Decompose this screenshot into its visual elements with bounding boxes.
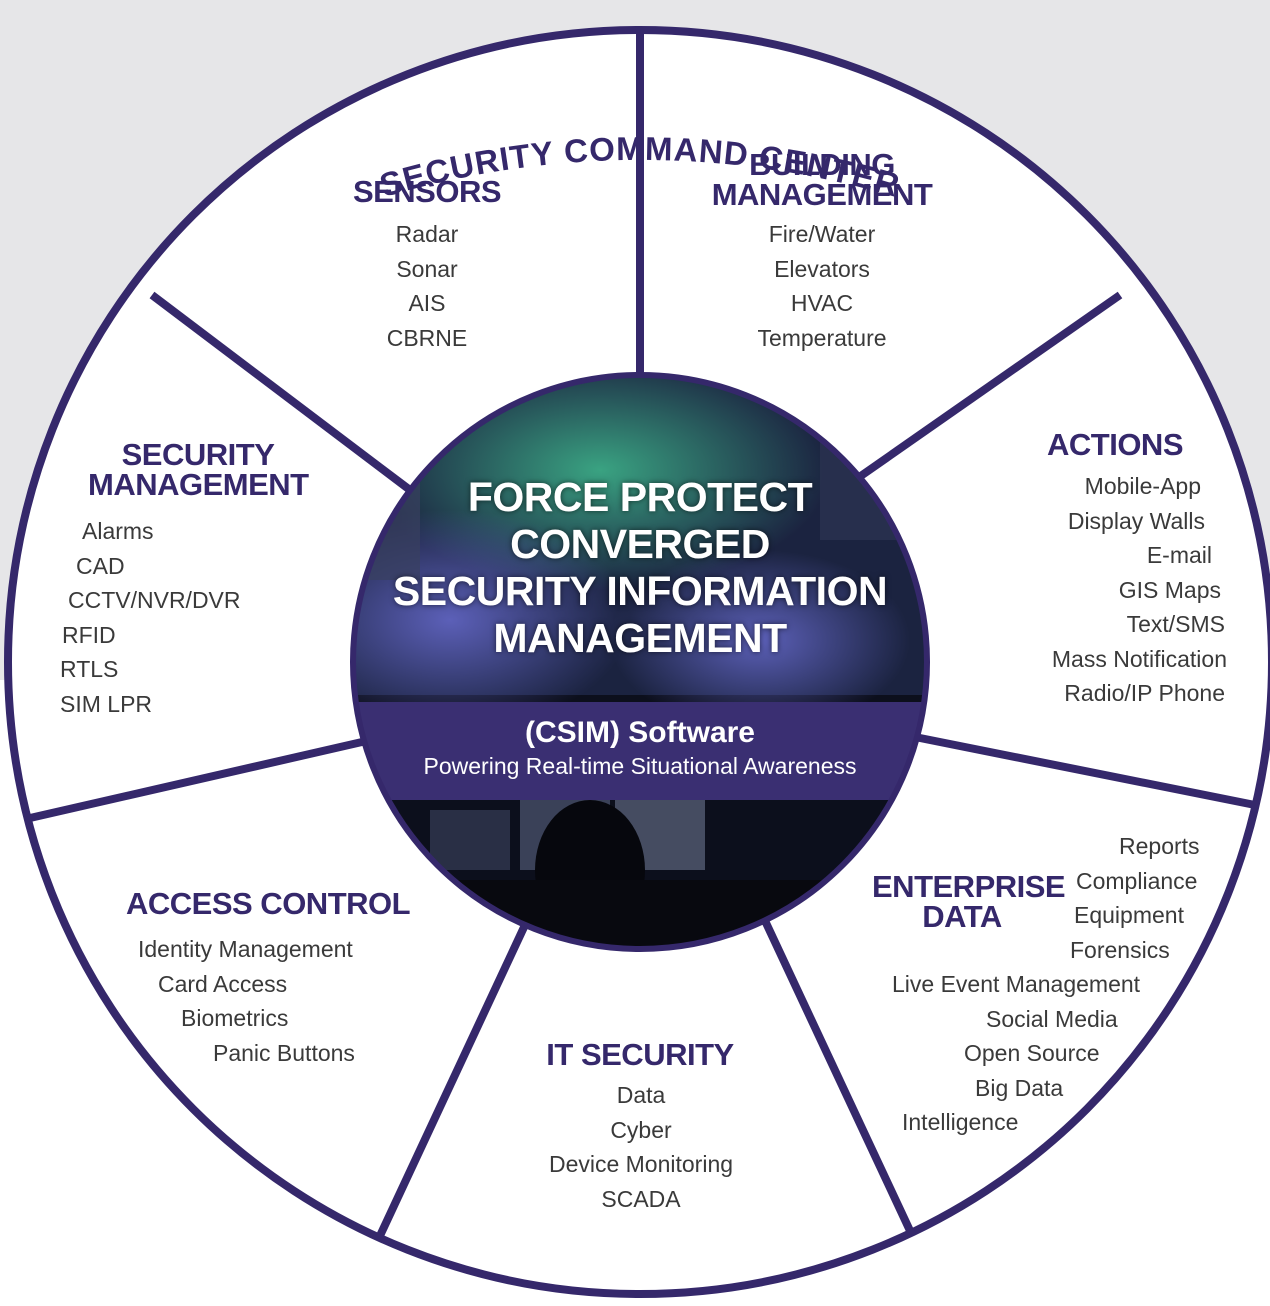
list-item: Radio/IP Phone [1064, 680, 1225, 706]
divider-bottom-right [756, 908, 916, 1237]
list-item: Fire/Water [768, 221, 876, 247]
list-item: SCADA [601, 1185, 681, 1212]
list-item: SIM LPR [60, 690, 153, 717]
divider-upper-right [852, 291, 1123, 484]
list-item: HVAC [790, 290, 854, 316]
list-item: Forensics [1070, 936, 1170, 963]
list-item: Social Media [986, 1005, 1118, 1032]
enterprise-data-list: Reports Compliance Equipment Forensics L… [880, 829, 1210, 1140]
list-item: Device Monitoring [548, 1151, 734, 1177]
list-item: AIS [408, 290, 446, 316]
center-ring [350, 372, 930, 952]
list-item: Temperature [757, 324, 887, 351]
list-item: Intelligence [902, 1109, 1019, 1135]
actions-title: ACTIONS [1047, 427, 1184, 462]
list-item: Text/SMS [1126, 611, 1225, 637]
list-item: Mobile-App [1084, 473, 1201, 499]
building-management-title: BUILDING MANAGEMENT [700, 147, 944, 212]
title-line: BUILDING [749, 147, 895, 182]
it-security-title: IT SECURITY [546, 1037, 734, 1072]
band-subtitle: Powering Real-time Situational Awareness [423, 753, 857, 779]
center-title-line: CONVERGED [510, 521, 770, 567]
list-item: Open Source [964, 1040, 1100, 1066]
center-image [353, 375, 927, 949]
title-line: DATA [922, 899, 1002, 934]
divider-upper-left [149, 291, 413, 494]
list-item: Live Event Management [892, 971, 1141, 997]
list-item: CAD [76, 552, 125, 579]
access-control-title: ACCESS CONTROL [126, 886, 411, 921]
sensors-list: Radar Sonar AIS CBRNE [300, 217, 554, 355]
list-item: Card Access [158, 970, 288, 997]
list-item: Cyber [610, 1116, 672, 1143]
security-management-title: SECURITY MANAGEMENT [88, 437, 309, 502]
list-item: RFID [62, 621, 116, 648]
title-line: MANAGEMENT [88, 467, 309, 502]
list-item: Alarms [82, 518, 154, 544]
list-item: Display Walls [1067, 507, 1205, 534]
center-band-text: (CSIM) Software Powering Real-time Situa… [355, 715, 925, 781]
actions-list: Mobile-App Display Walls E-mail GIS Maps… [1000, 469, 1227, 711]
list-item: Elevators [774, 255, 870, 282]
list-item: Panic Buttons [213, 1039, 355, 1066]
security-management-list: Alarms CAD CCTV/NVR/DVR RFID RTLS SIM LP… [60, 514, 241, 721]
center-title-line: SECURITY INFORMATION [392, 568, 888, 614]
list-item: Equipment [1074, 902, 1184, 928]
center-band [353, 702, 927, 800]
divider-lower-right [914, 733, 1256, 809]
list-item: RTLS [60, 656, 119, 682]
list-item: E-mail [1146, 542, 1212, 568]
center-title: FORCE PROTECT CONVERGED SECURITY INFORMA… [380, 474, 900, 662]
access-control-list: Identity Management Card Access Biometri… [138, 932, 355, 1070]
list-item: Biometrics [181, 1005, 289, 1031]
list-item: Data [616, 1082, 666, 1108]
center-title-line: MANAGEMENT [493, 615, 787, 661]
list-item: GIS Maps [1118, 576, 1221, 603]
list-item: CBRNE [386, 324, 468, 351]
divider-lower-left [29, 738, 363, 822]
list-item: Sonar [396, 255, 458, 282]
list-item: Compliance [1076, 867, 1198, 894]
segment-dividers [29, 30, 1256, 1242]
list-item: Mass Notification [1051, 645, 1227, 672]
list-item: Big Data [975, 1074, 1064, 1101]
title-line: MANAGEMENT [711, 177, 933, 212]
title-line: SECURITY [121, 437, 275, 472]
sensors-title: SENSORS [352, 174, 502, 209]
list-item: Reports [1119, 833, 1200, 859]
it-security-list: Data Cyber Device Monitoring SCADA [520, 1078, 762, 1216]
center-title-line: FORCE PROTECT [467, 474, 813, 520]
title-line: ENTERPRISE [872, 869, 1066, 904]
enterprise-data-title: ENTERPRISE DATA [872, 869, 1066, 934]
list-item: Radar [395, 221, 459, 247]
list-item: CCTV/NVR/DVR [68, 587, 241, 613]
divider-bottom-left [374, 923, 529, 1242]
list-item: Identity Management [138, 936, 353, 962]
band-title: (CSIM) Software [524, 716, 755, 749]
building-management-list: Fire/Water Elevators HVAC Temperature [700, 217, 944, 355]
